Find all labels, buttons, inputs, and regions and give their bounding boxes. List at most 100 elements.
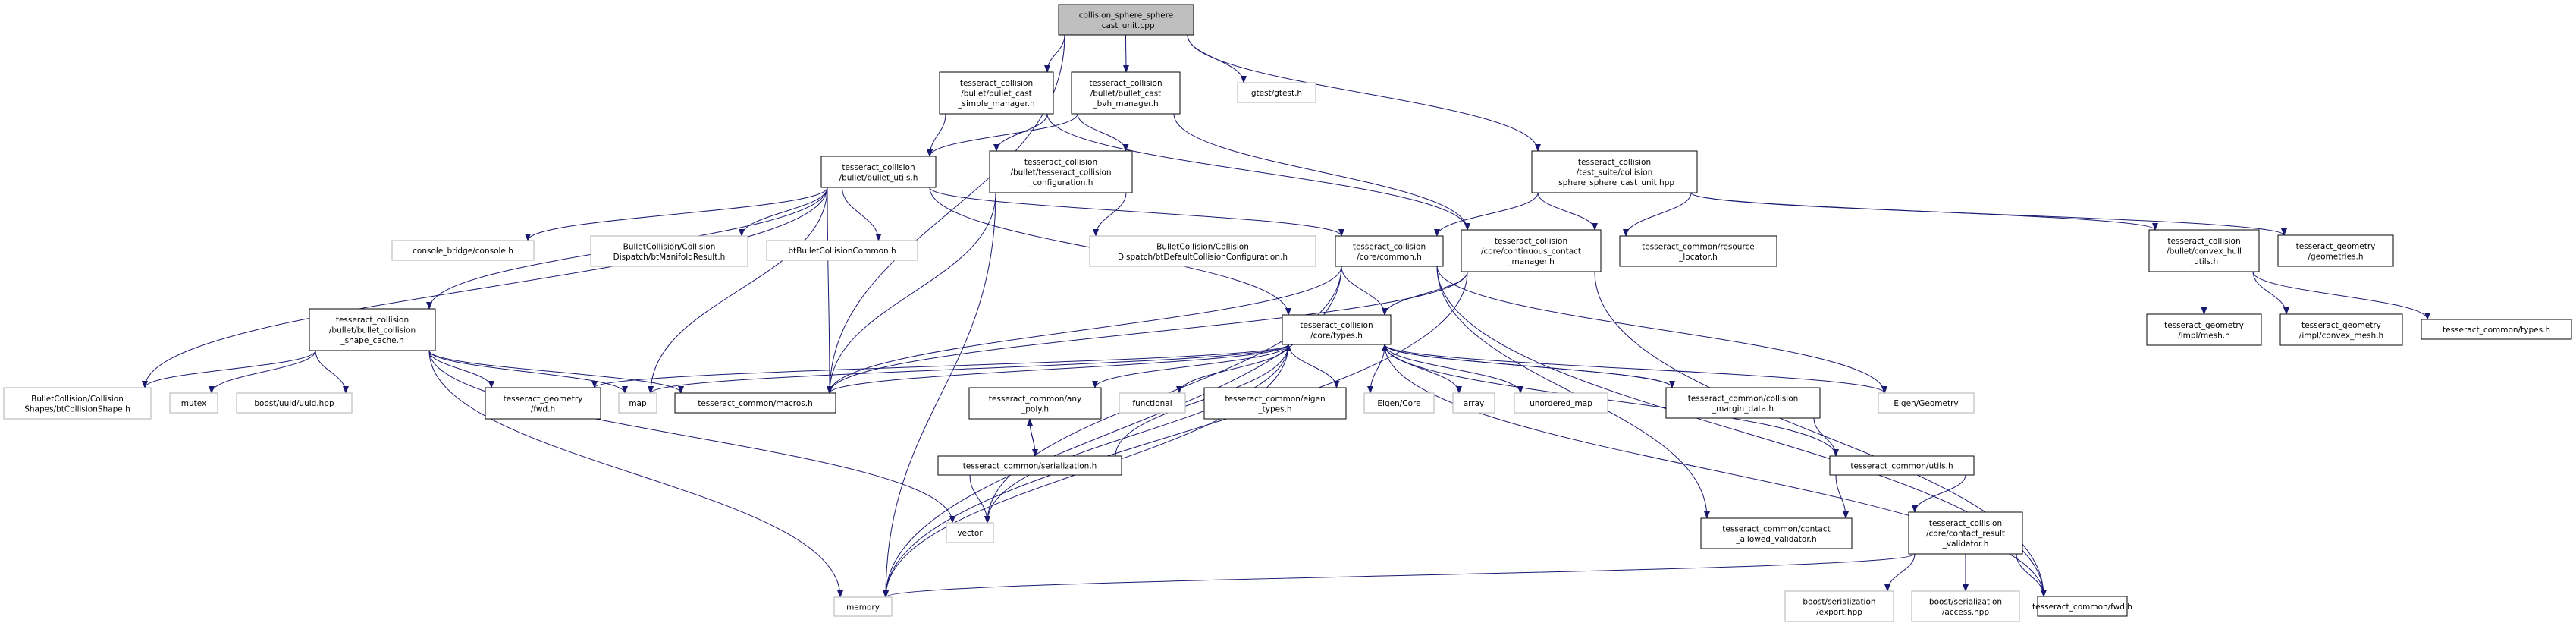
edge-shape_cache-to-uuid bbox=[315, 350, 349, 394]
node-label: tesseract_common/collision bbox=[1688, 394, 1799, 403]
node-test_suite[interactable]: tesseract_collision/test_suite/collision… bbox=[1531, 150, 1698, 193]
node-label: Dispatch/btDefaultCollisionConfiguration… bbox=[1118, 253, 1288, 262]
node-any_poly[interactable]: tesseract_common/any_poly.h bbox=[968, 387, 1102, 420]
node-eigen_geometry: Eigen/Geometry bbox=[1878, 392, 1975, 414]
node-macros[interactable]: tesseract_common/macros.h bbox=[674, 392, 836, 414]
edge-bvh_mgr-to-ccm bbox=[1173, 113, 1470, 231]
edge-ccm-to-macros bbox=[827, 271, 1468, 394]
node-box bbox=[1784, 590, 1894, 622]
node-label: memory bbox=[846, 603, 880, 612]
node-utils[interactable]: tesseract_common/utils.h bbox=[1829, 455, 1975, 476]
node-mutex: mutex bbox=[169, 392, 218, 414]
node-label: boost/uuid/uuid.hpp bbox=[254, 399, 334, 408]
node-geometries[interactable]: tesseract_geometry/geometries.h bbox=[2277, 234, 2394, 267]
node-box bbox=[2037, 596, 2128, 617]
node-vector: vector bbox=[946, 522, 994, 543]
node-box bbox=[1461, 229, 1602, 272]
node-label: tesseract_geometry bbox=[2301, 321, 2381, 330]
node-common_types[interactable]: tesseract_common/types.h bbox=[2421, 319, 2572, 340]
node-margin[interactable]: tesseract_common/collision_margin_data.h bbox=[1665, 387, 1821, 419]
node-box bbox=[2277, 234, 2394, 267]
node-mesh[interactable]: tesseract_geometry/impl/mesh.h bbox=[2146, 313, 2262, 346]
node-box bbox=[1878, 392, 1975, 414]
node-box bbox=[1829, 455, 1975, 476]
node-box bbox=[1089, 235, 1316, 267]
node-label: /core/contact_result bbox=[1926, 530, 2005, 539]
node-unordered_map: unordered_map bbox=[1514, 392, 1608, 414]
node-simple_mgr[interactable]: tesseract_collision/bullet/bullet_cast_s… bbox=[939, 71, 1054, 115]
node-box bbox=[169, 392, 218, 414]
edge-utils-to-core_types bbox=[1382, 344, 1837, 457]
node-label: tesseract_common/utils.h bbox=[1850, 462, 1953, 471]
edge-core_common-to-macros bbox=[827, 266, 1342, 394]
node-box bbox=[485, 387, 601, 420]
edge-utils-to-result_validator bbox=[1912, 474, 1966, 513]
node-box bbox=[1237, 82, 1316, 103]
node-label: /bullet/bullet_cast bbox=[961, 90, 1032, 99]
node-box bbox=[1514, 392, 1608, 414]
node-resource[interactable]: tesseract_common/resource_locator.h bbox=[1619, 235, 1777, 267]
node-label: _types.h bbox=[1257, 404, 1291, 414]
node-label: tesseract_common/contact bbox=[1722, 524, 1830, 533]
node-box bbox=[989, 150, 1133, 193]
edge-core_types-to-unordered_map bbox=[1384, 344, 1523, 394]
node-box bbox=[3, 387, 152, 420]
node-label: tesseract_common/any bbox=[989, 395, 1081, 404]
node-serialization[interactable]: tesseract_common/serialization.h bbox=[937, 455, 1122, 476]
node-label: _margin_data.h bbox=[1712, 404, 1774, 414]
node-eigen_core: Eigen/Core bbox=[1363, 392, 1435, 414]
edge-simple_mgr-to-ccm bbox=[1046, 113, 1470, 231]
node-convex_mesh[interactable]: tesseract_geometry/impl/convex_mesh.h bbox=[2279, 313, 2403, 346]
node-box bbox=[1452, 392, 1495, 414]
edge-test_suite-to-core_common bbox=[1434, 192, 1539, 237]
node-bullet_utils[interactable]: tesseract_collision/bullet/bullet_utils.… bbox=[820, 156, 937, 188]
node-console: console_bridge/console.h bbox=[391, 240, 535, 261]
edge-root-to-simple_mgr bbox=[1044, 34, 1065, 73]
node-label: tesseract_collision bbox=[336, 316, 409, 325]
node-label: BulletCollision/Collision bbox=[31, 395, 124, 404]
node-label: /export.hpp bbox=[1816, 608, 1862, 617]
node-convex_hull[interactable]: tesseract_collision/bullet/convex_hull_u… bbox=[2148, 229, 2260, 272]
edge-core_types-to-eigen_types bbox=[1288, 344, 1340, 388]
edge-core_common-to-core_types bbox=[1341, 266, 1388, 316]
edge-result_validator-to-common_fwd bbox=[2016, 553, 2047, 597]
edge-simple_mgr-to-bullet_utils bbox=[927, 113, 946, 157]
node-allowed_validator[interactable]: tesseract_common/contact_allowed_validat… bbox=[1700, 517, 1853, 549]
node-manifold: BulletCollision/CollisionDispatch/btMani… bbox=[590, 235, 748, 267]
node-label: Eigen/Core bbox=[1377, 399, 1420, 408]
node-box bbox=[236, 392, 353, 414]
node-geom_fwd[interactable]: tesseract_geometry/fwd.h bbox=[485, 387, 601, 420]
node-array: array bbox=[1452, 392, 1495, 414]
edge-serialization-to-vector bbox=[969, 474, 990, 524]
node-label: Eigen/Geometry bbox=[1894, 399, 1958, 408]
node-label: BulletCollision/Collision bbox=[623, 242, 716, 251]
edge-shape_cache-to-btshape bbox=[142, 350, 316, 388]
node-root[interactable]: collision_sphere_sphere_cast_unit.cpp bbox=[1058, 4, 1194, 36]
node-result_validator[interactable]: tesseract_collision/core/contact_result_… bbox=[1908, 511, 2023, 555]
node-label: tesseract_collision bbox=[842, 163, 915, 172]
edge-core_types-to-geom_fwd bbox=[591, 344, 1289, 388]
edge-margin-to-core_types bbox=[1382, 344, 1673, 388]
node-core_common[interactable]: tesseract_collision/core/common.h bbox=[1335, 235, 1444, 267]
node-ccm[interactable]: tesseract_collision/core/continuous_cont… bbox=[1461, 229, 1602, 272]
edge-core_common-to-eigen_geometry bbox=[1436, 266, 1887, 394]
node-eigen_types[interactable]: tesseract_common/eigen_types.h bbox=[1203, 387, 1347, 420]
node-box bbox=[968, 387, 1102, 420]
node-label: unordered_map bbox=[1530, 399, 1592, 408]
node-btshape: BulletCollision/CollisionShapes/btCollis… bbox=[3, 387, 152, 420]
node-label: _configuration.h bbox=[1028, 178, 1093, 187]
edge-serialization-to-any_poly bbox=[1027, 418, 1036, 457]
node-core_types[interactable]: tesseract_collision/core/types.h bbox=[1282, 314, 1392, 345]
node-label: /access.hpp bbox=[1942, 608, 1990, 617]
edge-bvh_mgr-to-bullet_utils bbox=[927, 113, 1078, 157]
edge-core_types-to-macros bbox=[827, 344, 1289, 394]
node-common_fwd[interactable]: tesseract_common/fwd.h bbox=[2032, 596, 2132, 617]
node-box bbox=[2146, 313, 2262, 346]
edge-ccm-to-memory bbox=[883, 271, 1468, 598]
node-label: tesseract_collision bbox=[2167, 237, 2240, 246]
node-label: _bvh_manager.h bbox=[1092, 99, 1158, 109]
node-box bbox=[1071, 71, 1181, 115]
node-bvh_mgr[interactable]: tesseract_collision/bullet/bullet_cast_b… bbox=[1071, 71, 1181, 115]
node-config[interactable]: tesseract_collision/bullet/tesseract_col… bbox=[989, 150, 1133, 193]
node-shape_cache[interactable]: tesseract_collision/bullet/bullet_collis… bbox=[309, 308, 436, 351]
